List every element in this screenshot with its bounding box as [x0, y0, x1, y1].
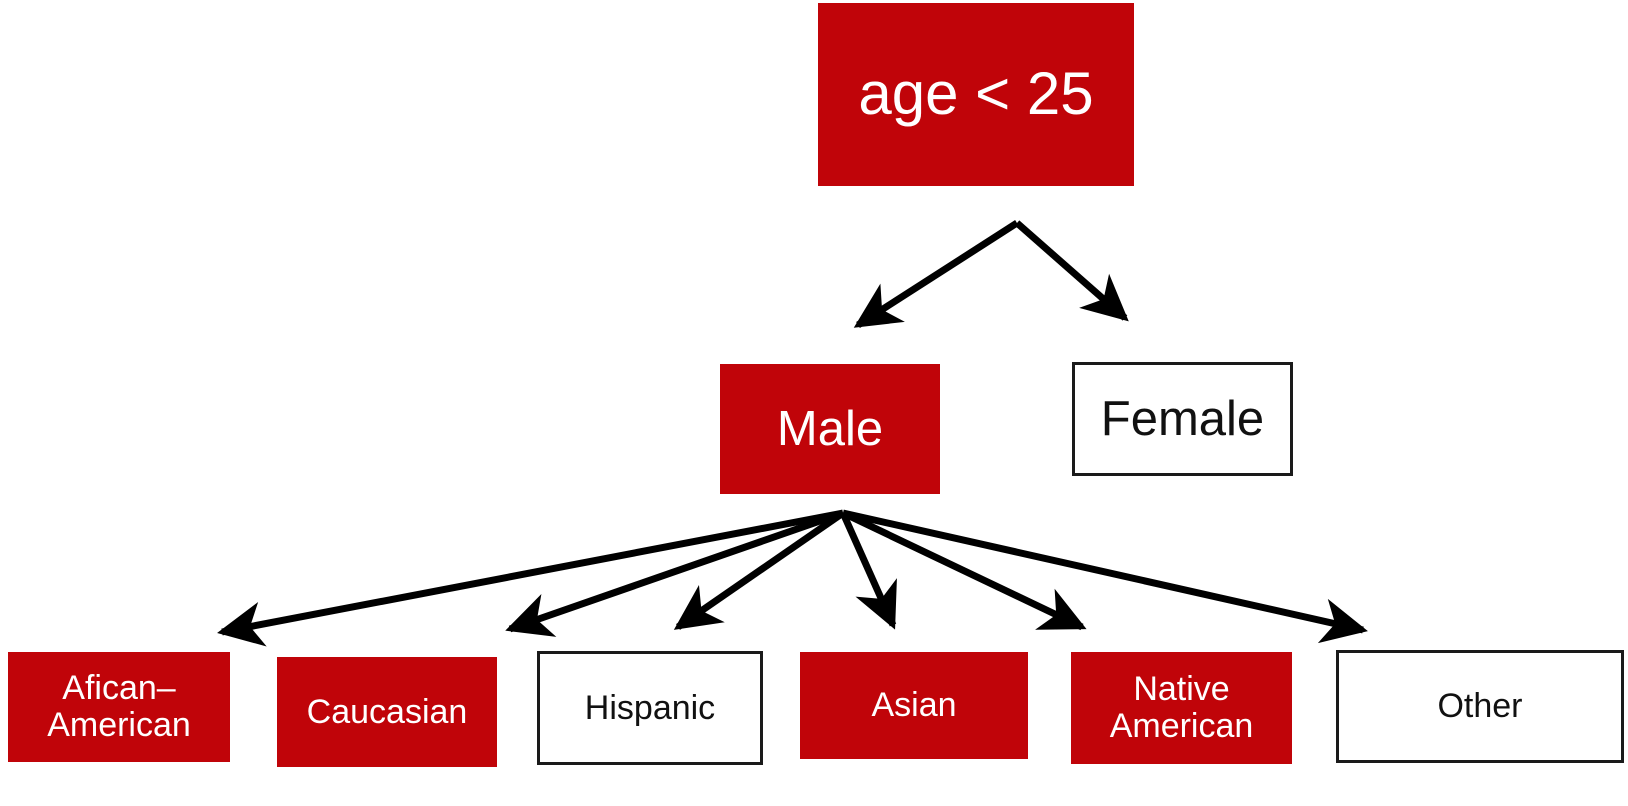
edge-male-to-other [842, 509, 1368, 644]
node-asian[interactable]: Asian [800, 652, 1028, 759]
edge-male-to-hispanic [673, 510, 845, 630]
node-female[interactable]: Female [1072, 362, 1293, 476]
node-hispanic[interactable]: Hispanic [537, 651, 763, 765]
node-caucasian[interactable]: Caucasian [277, 657, 497, 767]
node-label: Male [776, 401, 884, 456]
node-label: Asian [871, 686, 957, 725]
node-label: Hispanic [584, 688, 716, 727]
edge-root-to-male [853, 220, 1019, 328]
node-label: Female [1100, 391, 1265, 446]
node-label: Native American [1109, 670, 1254, 745]
node-root-age-lt-25[interactable]: age < 25 [818, 3, 1134, 186]
edge-male-to-native-american [841, 509, 1087, 631]
edge-male-to-asian [839, 511, 897, 630]
node-other[interactable]: Other [1336, 650, 1624, 763]
node-native-american[interactable]: Native American [1071, 652, 1292, 764]
edge-male-to-african-american [217, 509, 844, 647]
node-male[interactable]: Male [720, 364, 940, 494]
edge-male-to-caucasian [505, 509, 845, 637]
node-label: Caucasian [306, 692, 468, 731]
node-label: Afican– American [47, 669, 191, 744]
edge-root-to-female [1014, 220, 1129, 322]
node-label: Other [1437, 687, 1523, 726]
node-label: age < 25 [858, 60, 1094, 128]
node-african-american[interactable]: Afican– American [8, 652, 230, 762]
